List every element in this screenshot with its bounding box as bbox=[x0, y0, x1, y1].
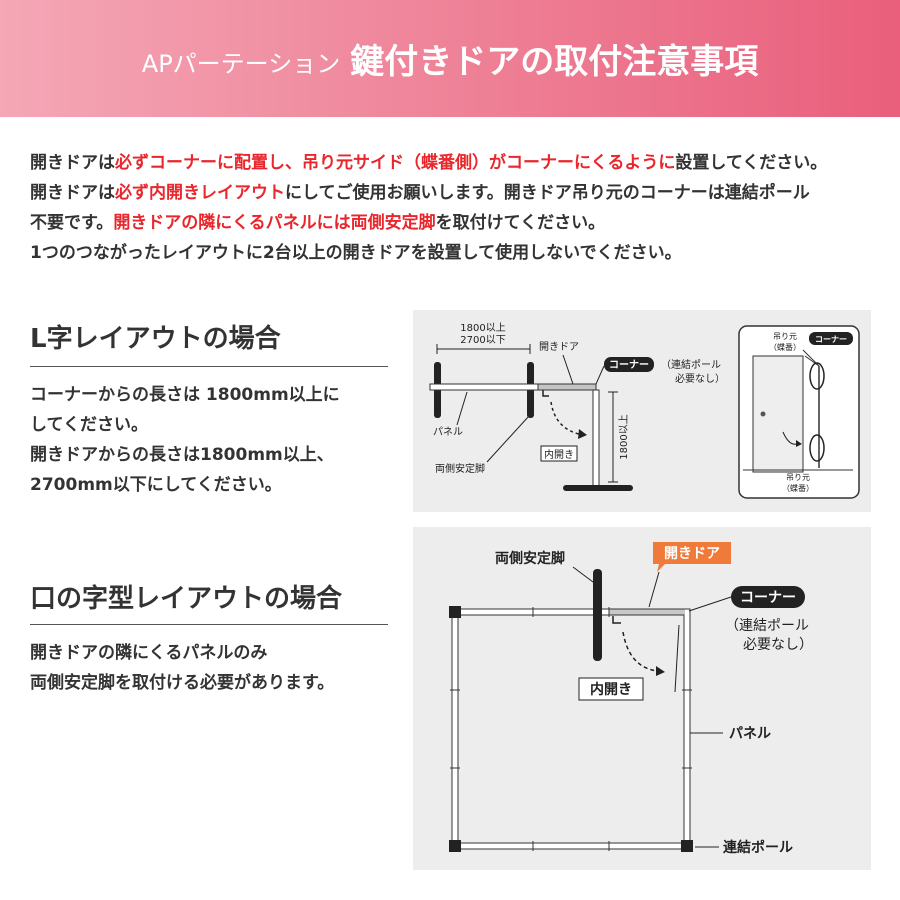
inward-label: 内開き bbox=[544, 448, 574, 461]
corner-note-1: （連結ポール bbox=[661, 358, 721, 371]
section-l-title: L字レイアウトの場合 bbox=[30, 324, 281, 354]
detail-hinge-bottom-2: （蝶番） bbox=[782, 483, 814, 493]
square-stabilizer-label: 両側安定脚 bbox=[495, 550, 565, 567]
section-l-line: してください。 bbox=[30, 415, 148, 435]
detail-hinge-bottom-1: 吊り元 bbox=[786, 473, 810, 482]
intro-line-3: 不要です。開きドアの隣にくるパネルには両側安定脚を取付けてください。 bbox=[30, 208, 880, 238]
square-corner-note-1: （連結ポール bbox=[725, 618, 809, 634]
door-swing-arrow bbox=[550, 401, 580, 435]
section-l-rule bbox=[30, 366, 388, 367]
section-l-body: コーナーからの長さは 1800mm以上に してください。 開きドアからの長さは1… bbox=[30, 380, 340, 500]
square-corner-note-2: 必要なし） bbox=[743, 637, 813, 653]
header-title-small: APパーテーション bbox=[141, 50, 341, 78]
stabilizer-leg-bottom bbox=[563, 485, 633, 491]
dim-min-label: 1800以上 bbox=[460, 322, 505, 334]
section-square-rule bbox=[30, 624, 388, 625]
panel-horizontal bbox=[429, 383, 539, 391]
square-frame-outer bbox=[451, 608, 691, 850]
square-inward-label: 内開き bbox=[590, 681, 632, 698]
hinge-bottom-marker bbox=[809, 434, 825, 462]
dim-max-label: 2700以下 bbox=[460, 335, 505, 346]
detail-hinge-top-1: 吊り元 bbox=[773, 332, 797, 341]
square-layout-diagram: 両側安定脚 開きドア コーナー （連結ポール 必要なし） 内開き パネル 連結ポ… bbox=[413, 527, 871, 870]
panel-vertical bbox=[592, 389, 600, 491]
corner-tag bbox=[604, 357, 654, 372]
detail-corner-tag bbox=[809, 332, 853, 345]
section-square-line: 開きドアの隣にくるパネルのみ bbox=[30, 643, 268, 663]
intro-line-3-a: 不要です。 bbox=[30, 213, 114, 233]
inward-tag bbox=[540, 445, 578, 462]
stabilizer-label: 両側安定脚 bbox=[435, 462, 485, 475]
corner-note-2: 必要なし） bbox=[675, 372, 725, 385]
square-frame-inner bbox=[452, 609, 690, 849]
square-corner-label: コーナー bbox=[740, 590, 796, 606]
intro-line-1: 開きドアは必ずコーナーに配置し、吊り元サイド（蝶番側）がコーナーにくるように設置… bbox=[30, 148, 880, 178]
pole-top-left bbox=[449, 606, 461, 618]
header-title-large: 鍵付きドアの取付注意事項 bbox=[350, 42, 759, 82]
intro-line-2-emphasis: 必ず内開きレイアウト bbox=[115, 183, 285, 203]
square-door-label: 開きドア bbox=[664, 546, 720, 562]
square-corner-tag bbox=[731, 586, 805, 608]
section-square-line: 両側安定脚を取付ける必要があります。 bbox=[30, 673, 335, 693]
intro-line-2-c: にしてご使用お願いします。開きドア吊り元のコーナーは連結ポール bbox=[285, 183, 810, 203]
page-header: APパーテーション 鍵付きドアの取付注意事項 bbox=[0, 0, 900, 117]
intro-line-2-a: 開きドアは bbox=[30, 183, 115, 203]
square-pole-label: 連結ポール bbox=[723, 839, 793, 856]
intro-line-3-c: を取付けてください。 bbox=[435, 213, 606, 233]
detail-hinge-top-2: （蝶番） bbox=[769, 342, 801, 352]
intro-line-1-emphasis: 必ずコーナーに配置し、吊り元サイド（蝶番側）がコーナーにくるように bbox=[115, 153, 676, 173]
vertical-dim-label: 1800以上 bbox=[618, 414, 630, 459]
square-door-tag bbox=[653, 542, 731, 572]
section-l-line: 2700mm以下にしてください。 bbox=[30, 475, 282, 495]
door-horizontal bbox=[537, 383, 597, 391]
intro-line-3-emphasis: 開きドアの隣にくるパネルには両側安定脚 bbox=[113, 213, 436, 233]
intro-line-1-a: 開きドアは bbox=[30, 153, 115, 173]
section-l-line: 開きドアからの長さは1800mm以上、 bbox=[30, 445, 334, 465]
intro-line-4: 1つのつながったレイアウトに2台以上の開きドアを設置して使用しないでください。 bbox=[30, 243, 682, 263]
square-inward-tag bbox=[578, 677, 644, 701]
intro-line-1-c: 設置してください。 bbox=[675, 153, 828, 173]
l-layout-diagram: 1800以上 2700以下 開きドア コーナー （連結ポール 必要なし） パネル… bbox=[413, 310, 871, 512]
section-l-line: コーナーからの長さは 1800mm以上に bbox=[30, 385, 340, 405]
intro-notes: 開きドアは必ずコーナーに配置し、吊り元サイド（蝶番側）がコーナーにくるように設置… bbox=[30, 148, 880, 268]
panel-label: パネル bbox=[433, 426, 463, 438]
section-square-title: 口の字型レイアウトの場合 bbox=[30, 584, 343, 614]
pole-bottom-right bbox=[681, 840, 693, 852]
section-square-body: 開きドアの隣にくるパネルのみ 両側安定脚を取付ける必要があります。 bbox=[30, 638, 334, 698]
door-label: 開きドア bbox=[539, 341, 579, 353]
square-stabilizer-leg bbox=[593, 569, 602, 661]
corner-tag-label: コーナー bbox=[609, 359, 649, 371]
pole-bottom-left bbox=[449, 840, 461, 852]
square-panel-label: パネル bbox=[729, 726, 771, 742]
square-door-swing-arrow bbox=[622, 631, 658, 672]
hinge-top-marker bbox=[809, 362, 825, 390]
detail-corner-label: コーナー bbox=[815, 335, 847, 344]
intro-line-2: 開きドアは必ず内開きレイアウトにしてご使用お願いします。開きドア吊り元のコーナー… bbox=[30, 178, 880, 208]
